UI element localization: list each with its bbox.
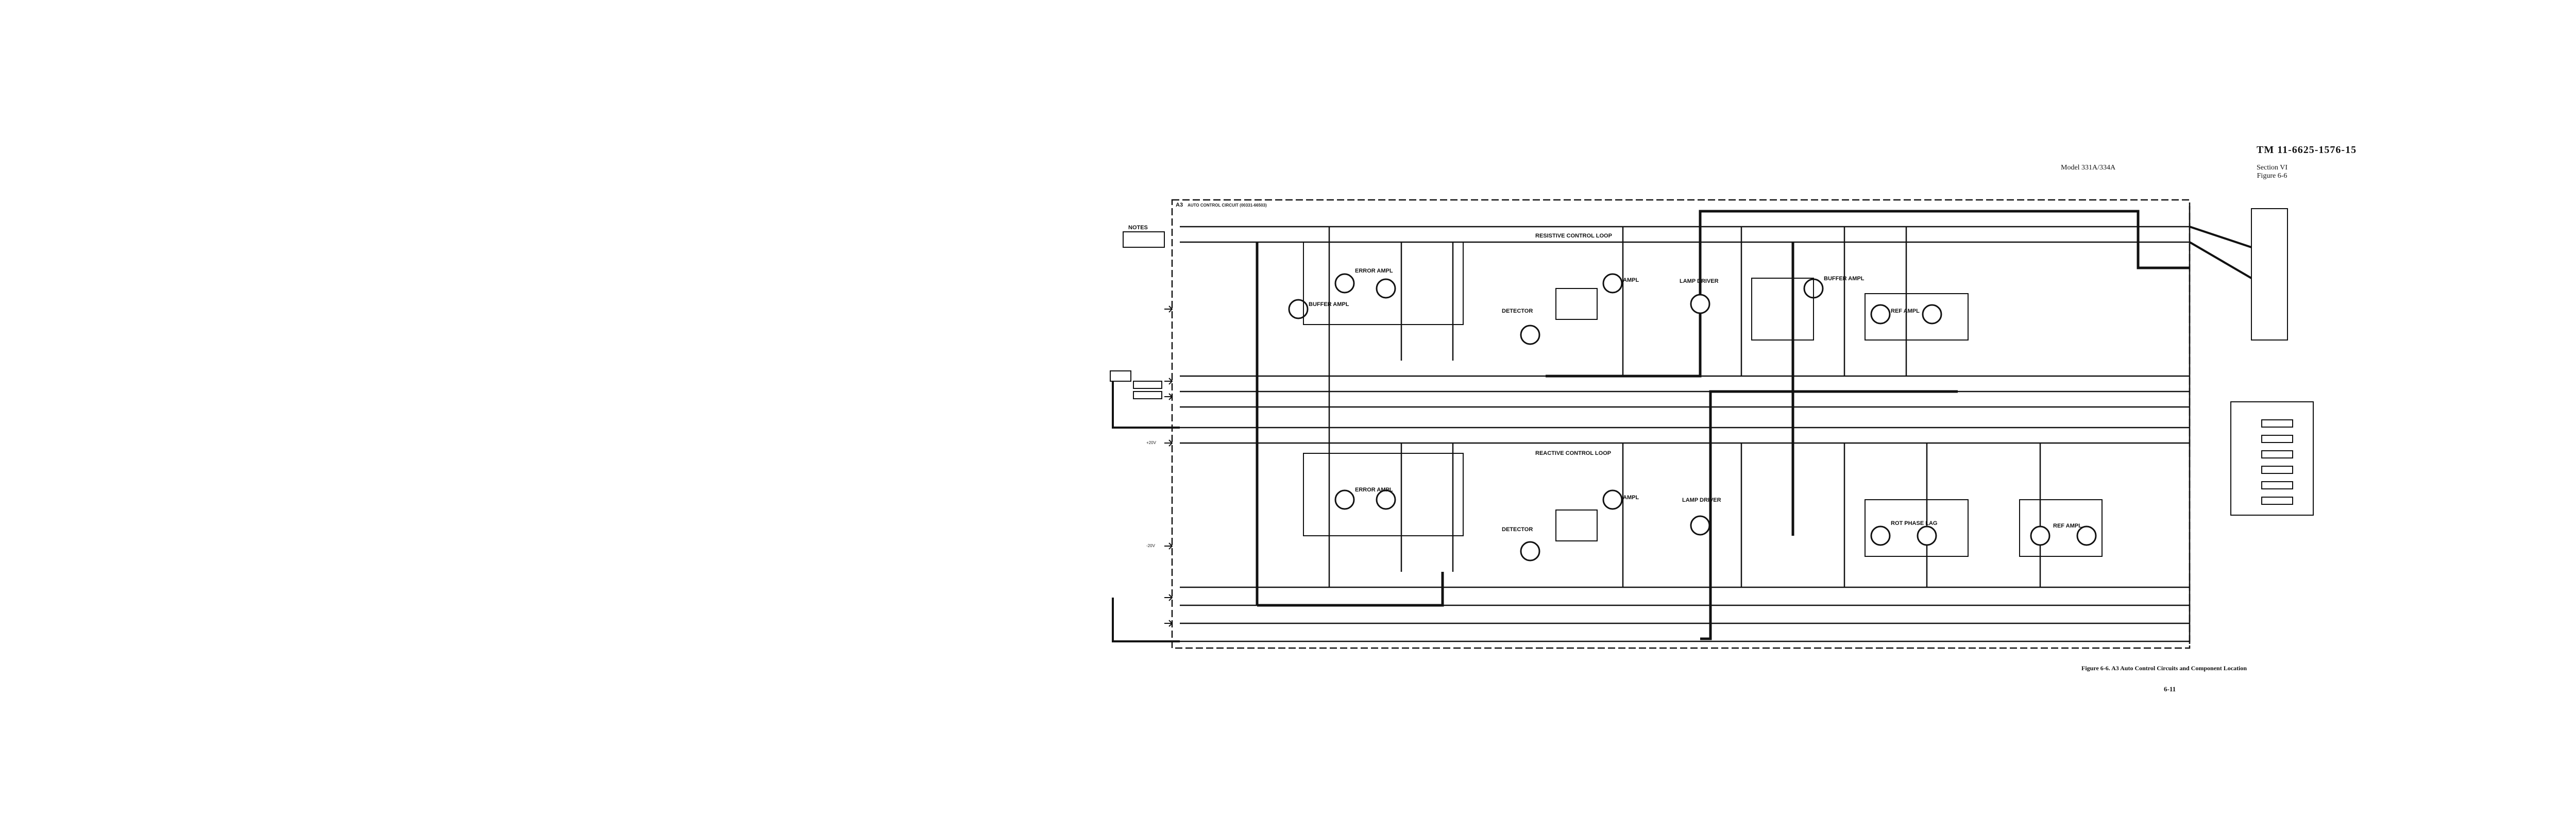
board-label: A3 AUTO CONTROL CIRCUIT (00331-66503)	[1176, 202, 1267, 208]
transistor-ampl-2	[1602, 489, 1623, 510]
rail-minus-20v: -20V	[1146, 543, 1155, 548]
transistor-rot-phase-lag-a	[1870, 525, 1891, 546]
rail-plus-20v: +20V	[1146, 440, 1156, 445]
transistor-rot-phase-lag-b	[1917, 525, 1937, 546]
transistor-detector-1	[1520, 325, 1540, 345]
model-label: Model 331A/334A	[2061, 164, 2116, 172]
label-lamp-driver-2: LAMP DRIVER	[1682, 497, 1721, 503]
label-detector-2: DETECTOR	[1502, 526, 1533, 533]
section-label: Section VI Figure 6-6	[2257, 164, 2287, 180]
transistor-ref-ampl-2b	[2076, 525, 2097, 546]
tm-number: TM 11-6625-1576-15	[2257, 144, 2357, 156]
transistor-detector-2	[1520, 541, 1540, 562]
label-ref-ampl-1: REF AMPL	[1891, 308, 1920, 314]
notes-box	[1123, 231, 1165, 248]
transistor-error-ampl-1b	[1376, 278, 1396, 299]
label-reactive-loop: REACTIVE CONTROL LOOP	[1535, 450, 1612, 456]
figure-caption: Figure 6-6. A3 Auto Control Circuits and…	[2081, 665, 2247, 672]
transistor-error-ampl-2a	[1334, 489, 1355, 510]
label-ampl-2: AMPL	[1623, 495, 1639, 501]
label-error-ampl-2: ERROR AMPL	[1355, 487, 1393, 493]
label-ampl-1: AMPL	[1623, 277, 1639, 283]
label-buffer-ampl-1: BUFFER AMPL	[1309, 301, 1349, 308]
right-connector-box	[2251, 208, 2288, 341]
section-number: Section VI	[2257, 164, 2288, 172]
signal-path	[1546, 210, 2190, 378]
transistor-lamp-driver-1	[1690, 294, 1710, 314]
label-ref-ampl-2: REF AMPL	[2053, 523, 2082, 529]
transistor-lamp-driver-2	[1690, 515, 1710, 536]
signal-path	[1700, 390, 1958, 640]
transistor-ref-ampl-1a	[1870, 304, 1891, 325]
transistor-error-ampl-1a	[1334, 273, 1355, 294]
board-outline	[1171, 199, 2191, 649]
signal-path	[2189, 226, 2252, 248]
signal-path	[1257, 572, 1444, 607]
notes-title: NOTES	[1128, 225, 1148, 231]
label-buffer-ampl-2: BUFFER AMPL	[1824, 276, 1865, 282]
page-number: 6-11	[2164, 685, 2176, 693]
transistor-buffer-ampl-1	[1288, 299, 1309, 319]
label-detector-1: DETECTOR	[1502, 308, 1533, 314]
label-resistive-loop: RESISTIVE CONTROL LOOP	[1535, 233, 1612, 239]
transistor-error-ampl-2b	[1376, 489, 1396, 510]
signal-path	[2189, 241, 2252, 279]
signal-path	[1112, 598, 1180, 642]
signal-path	[1112, 381, 1180, 429]
figure-reference: Figure 6-6	[2257, 172, 2287, 180]
right-switch-box	[2230, 401, 2314, 516]
label-lamp-driver-1: LAMP DRIVER	[1680, 278, 1719, 284]
label-error-ampl-1: ERROR AMPL	[1355, 268, 1393, 274]
label-rot-phase-lag: ROT PHASE LAG	[1891, 520, 1938, 526]
transistor-ref-ampl-2a	[2030, 525, 2050, 546]
transistor-ampl-1	[1602, 273, 1623, 294]
transistor-ref-ampl-1b	[1922, 304, 1942, 325]
